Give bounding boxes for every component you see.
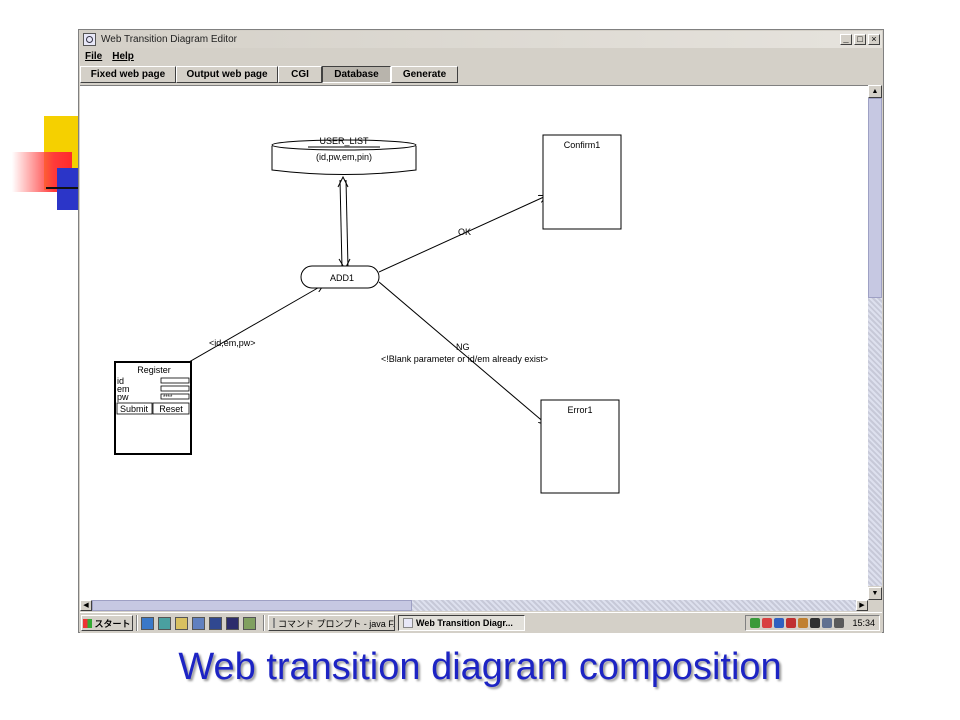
form-field-em-input[interactable] xyxy=(160,385,190,392)
cgi-name: ADD1 xyxy=(330,273,354,283)
fixed-web-page-button[interactable]: Fixed web page xyxy=(80,66,176,83)
horizontal-scroll-track[interactable] xyxy=(92,600,856,611)
pen-icon[interactable] xyxy=(798,618,809,628)
desktop-icon[interactable] xyxy=(175,616,188,630)
clock: 15:34 xyxy=(852,618,875,628)
diagram-svg: OK NG <!Blank parameter or id/em already… xyxy=(114,134,622,494)
database-user-list[interactable]: USER_LIST (id,pw,em,pin) xyxy=(271,136,417,175)
form-field-id-label: id xyxy=(117,376,124,386)
input-icon[interactable] xyxy=(810,618,821,628)
vertical-scrollbar[interactable]: ▲ ▼ xyxy=(868,85,882,600)
maximize-button[interactable]: □ xyxy=(854,34,866,45)
horizontal-scrollbar[interactable]: ◀ ▶ xyxy=(80,600,868,611)
windows-logo-icon xyxy=(83,618,93,628)
scroll-down-arrow-icon[interactable]: ▼ xyxy=(868,587,882,600)
help-icon[interactable] xyxy=(822,618,833,628)
edge-ng[interactable] xyxy=(378,281,546,424)
explorer-icon[interactable] xyxy=(192,616,205,630)
form-reset-label: Reset xyxy=(159,404,183,414)
scroll-left-arrow-icon[interactable]: ◀ xyxy=(80,600,92,611)
outlook-icon[interactable] xyxy=(158,616,171,630)
form-field-pw-label: pw xyxy=(117,392,129,402)
menu-help[interactable]: Help xyxy=(112,51,134,62)
database-fields: (id,pw,em,pin) xyxy=(316,152,372,162)
close-button[interactable]: × xyxy=(868,34,880,45)
editor-task-icon xyxy=(403,618,413,628)
display-icon[interactable] xyxy=(774,618,785,628)
page-error-name: Error1 xyxy=(567,405,592,415)
scroll-up-arrow-icon[interactable]: ▲ xyxy=(868,85,882,98)
edge-form-to-cgi-label: <id,em,pw> xyxy=(209,338,256,348)
network-icon[interactable] xyxy=(750,618,761,628)
toolbar: Fixed web page Output web page CGI Datab… xyxy=(80,66,882,83)
command-prompt-icon xyxy=(273,618,275,628)
page-error1[interactable]: Error1 xyxy=(540,399,620,494)
task-command-prompt-label: コマンド プロンプト - java F... xyxy=(278,618,395,629)
menu-bar: File Help xyxy=(80,49,882,64)
vertical-scroll-thumb[interactable] xyxy=(868,98,882,298)
slide-decoration-blue xyxy=(57,168,78,210)
minimize-button[interactable]: _ xyxy=(840,34,852,45)
window-title: Web Transition Diagram Editor xyxy=(101,34,237,45)
speaker-icon[interactable] xyxy=(834,618,845,628)
security-icon[interactable] xyxy=(762,618,773,628)
diagram-canvas[interactable]: OK NG <!Blank parameter or id/em already… xyxy=(80,85,868,601)
slide-caption: Web transition diagram composition xyxy=(178,646,782,688)
page-register-form[interactable]: Register id em pw **** Submit Reset xyxy=(114,361,192,455)
generate-button[interactable]: Generate xyxy=(391,66,458,83)
title-bar[interactable]: Web Transition Diagram Editor _ □ × xyxy=(80,31,882,48)
cgi-add1[interactable]: ADD1 xyxy=(300,265,380,289)
os-taskbar: スタート コマンド プロンプト - java F... Web Transiti… xyxy=(80,612,882,633)
task-command-prompt[interactable]: コマンド プロンプト - java F... xyxy=(268,615,395,631)
output-web-page-button[interactable]: Output web page xyxy=(176,66,278,83)
form-field-id-input[interactable] xyxy=(160,377,190,384)
cursor-tool-icon[interactable] xyxy=(209,616,222,630)
form-submit-label: Submit xyxy=(120,404,149,414)
menu-file[interactable]: File xyxy=(85,51,103,62)
printer-icon[interactable] xyxy=(786,618,797,628)
browser-icon[interactable] xyxy=(141,616,154,630)
app-icon xyxy=(83,33,96,46)
horizontal-scroll-thumb[interactable] xyxy=(92,600,412,611)
arrow-tool-icon[interactable] xyxy=(226,616,239,630)
cgi-button[interactable]: CGI xyxy=(278,66,322,83)
page-confirm-name: Confirm1 xyxy=(564,140,601,150)
scroll-right-arrow-icon[interactable]: ▶ xyxy=(856,600,868,611)
form-field-pw-input[interactable] xyxy=(160,393,190,400)
form-title: Register xyxy=(137,365,171,375)
app-launcher-icon[interactable] xyxy=(243,616,256,630)
slide-decoration-line xyxy=(46,187,78,189)
form-submit-button[interactable] xyxy=(116,402,153,415)
system-tray: 15:34 xyxy=(745,615,880,631)
edge-db-cgi[interactable] xyxy=(337,175,351,271)
form-reset-button[interactable] xyxy=(152,402,190,415)
edge-ok-label: OK xyxy=(458,227,471,237)
page-confirm1[interactable]: Confirm1 xyxy=(542,134,622,230)
task-web-transition-editor[interactable]: Web Transition Diagr... xyxy=(398,615,525,631)
edge-ng-label: NG xyxy=(456,342,470,352)
database-button[interactable]: Database xyxy=(322,66,391,83)
database-name: USER_LIST xyxy=(319,136,369,146)
task-editor-label: Web Transition Diagr... xyxy=(416,618,513,628)
form-field-em-label: em xyxy=(117,384,130,394)
start-button[interactable]: スタート xyxy=(81,615,133,631)
form-field-pw-value: **** xyxy=(163,395,173,401)
editor-window: Web Transition Diagram Editor _ □ × File… xyxy=(78,29,884,633)
edge-ng-detail: <!Blank parameter or id/em already exist… xyxy=(381,354,548,364)
start-label: スタート xyxy=(94,618,131,629)
edge-ok[interactable] xyxy=(378,196,546,273)
